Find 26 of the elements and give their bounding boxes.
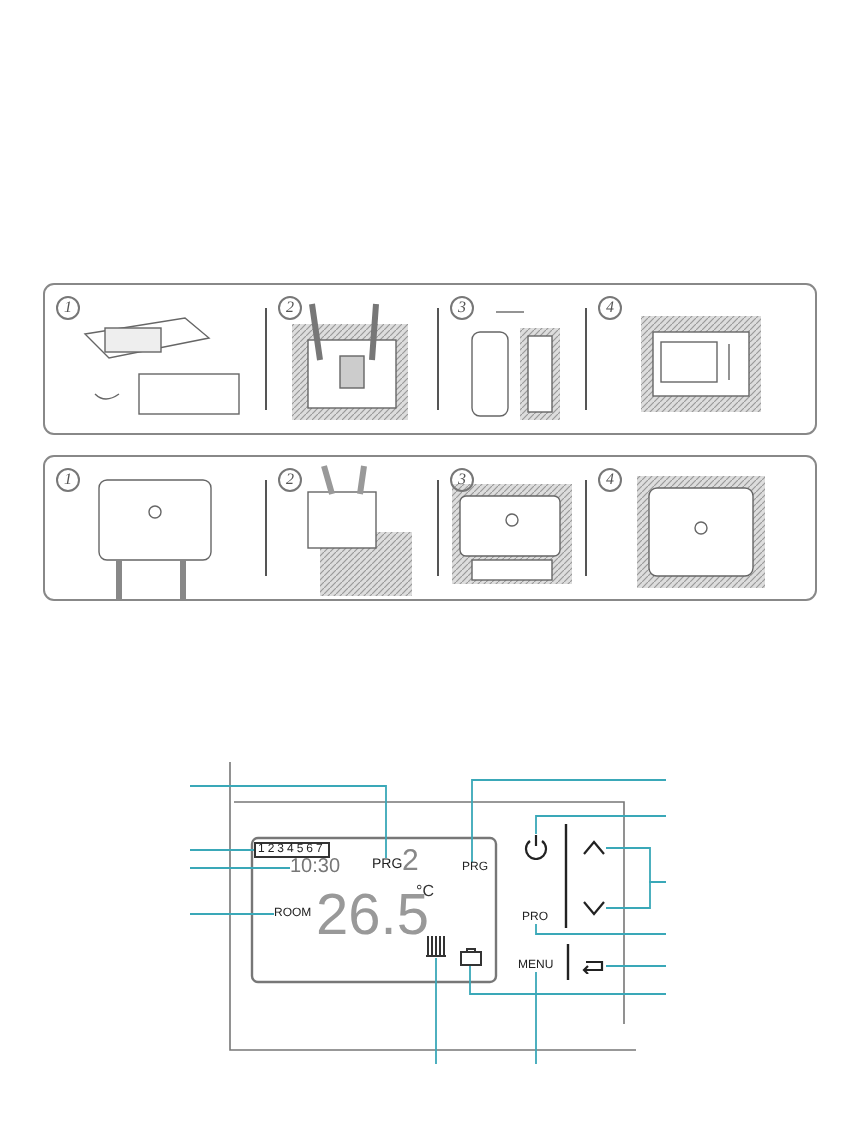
leader-line	[535, 971, 537, 1065]
leader-line	[189, 913, 275, 915]
suitcase-icon	[460, 948, 482, 966]
leader-line	[605, 881, 667, 909]
leader-line	[189, 849, 255, 851]
leader-line	[535, 923, 667, 935]
step-number: 4	[598, 296, 622, 320]
step-number: 1	[56, 296, 80, 320]
leader-line	[535, 815, 667, 835]
segment-digit: 2	[402, 846, 419, 876]
step-number: 1	[56, 468, 80, 492]
leader-line	[469, 965, 667, 995]
step-number: 3	[450, 468, 474, 492]
leader-line	[189, 867, 291, 869]
clock-reading: 10:30	[290, 858, 341, 878]
radiator-icon	[426, 934, 446, 958]
leader-line	[435, 957, 437, 1065]
step-number: 4	[598, 468, 622, 492]
back-icon	[582, 958, 606, 974]
leader-line	[605, 965, 667, 967]
leader-line	[189, 785, 387, 859]
leader-line	[471, 779, 667, 863]
power-icon	[524, 834, 548, 860]
step-number: 3	[450, 296, 474, 320]
step-number: 2	[278, 296, 302, 320]
step-number: 2	[278, 468, 302, 492]
